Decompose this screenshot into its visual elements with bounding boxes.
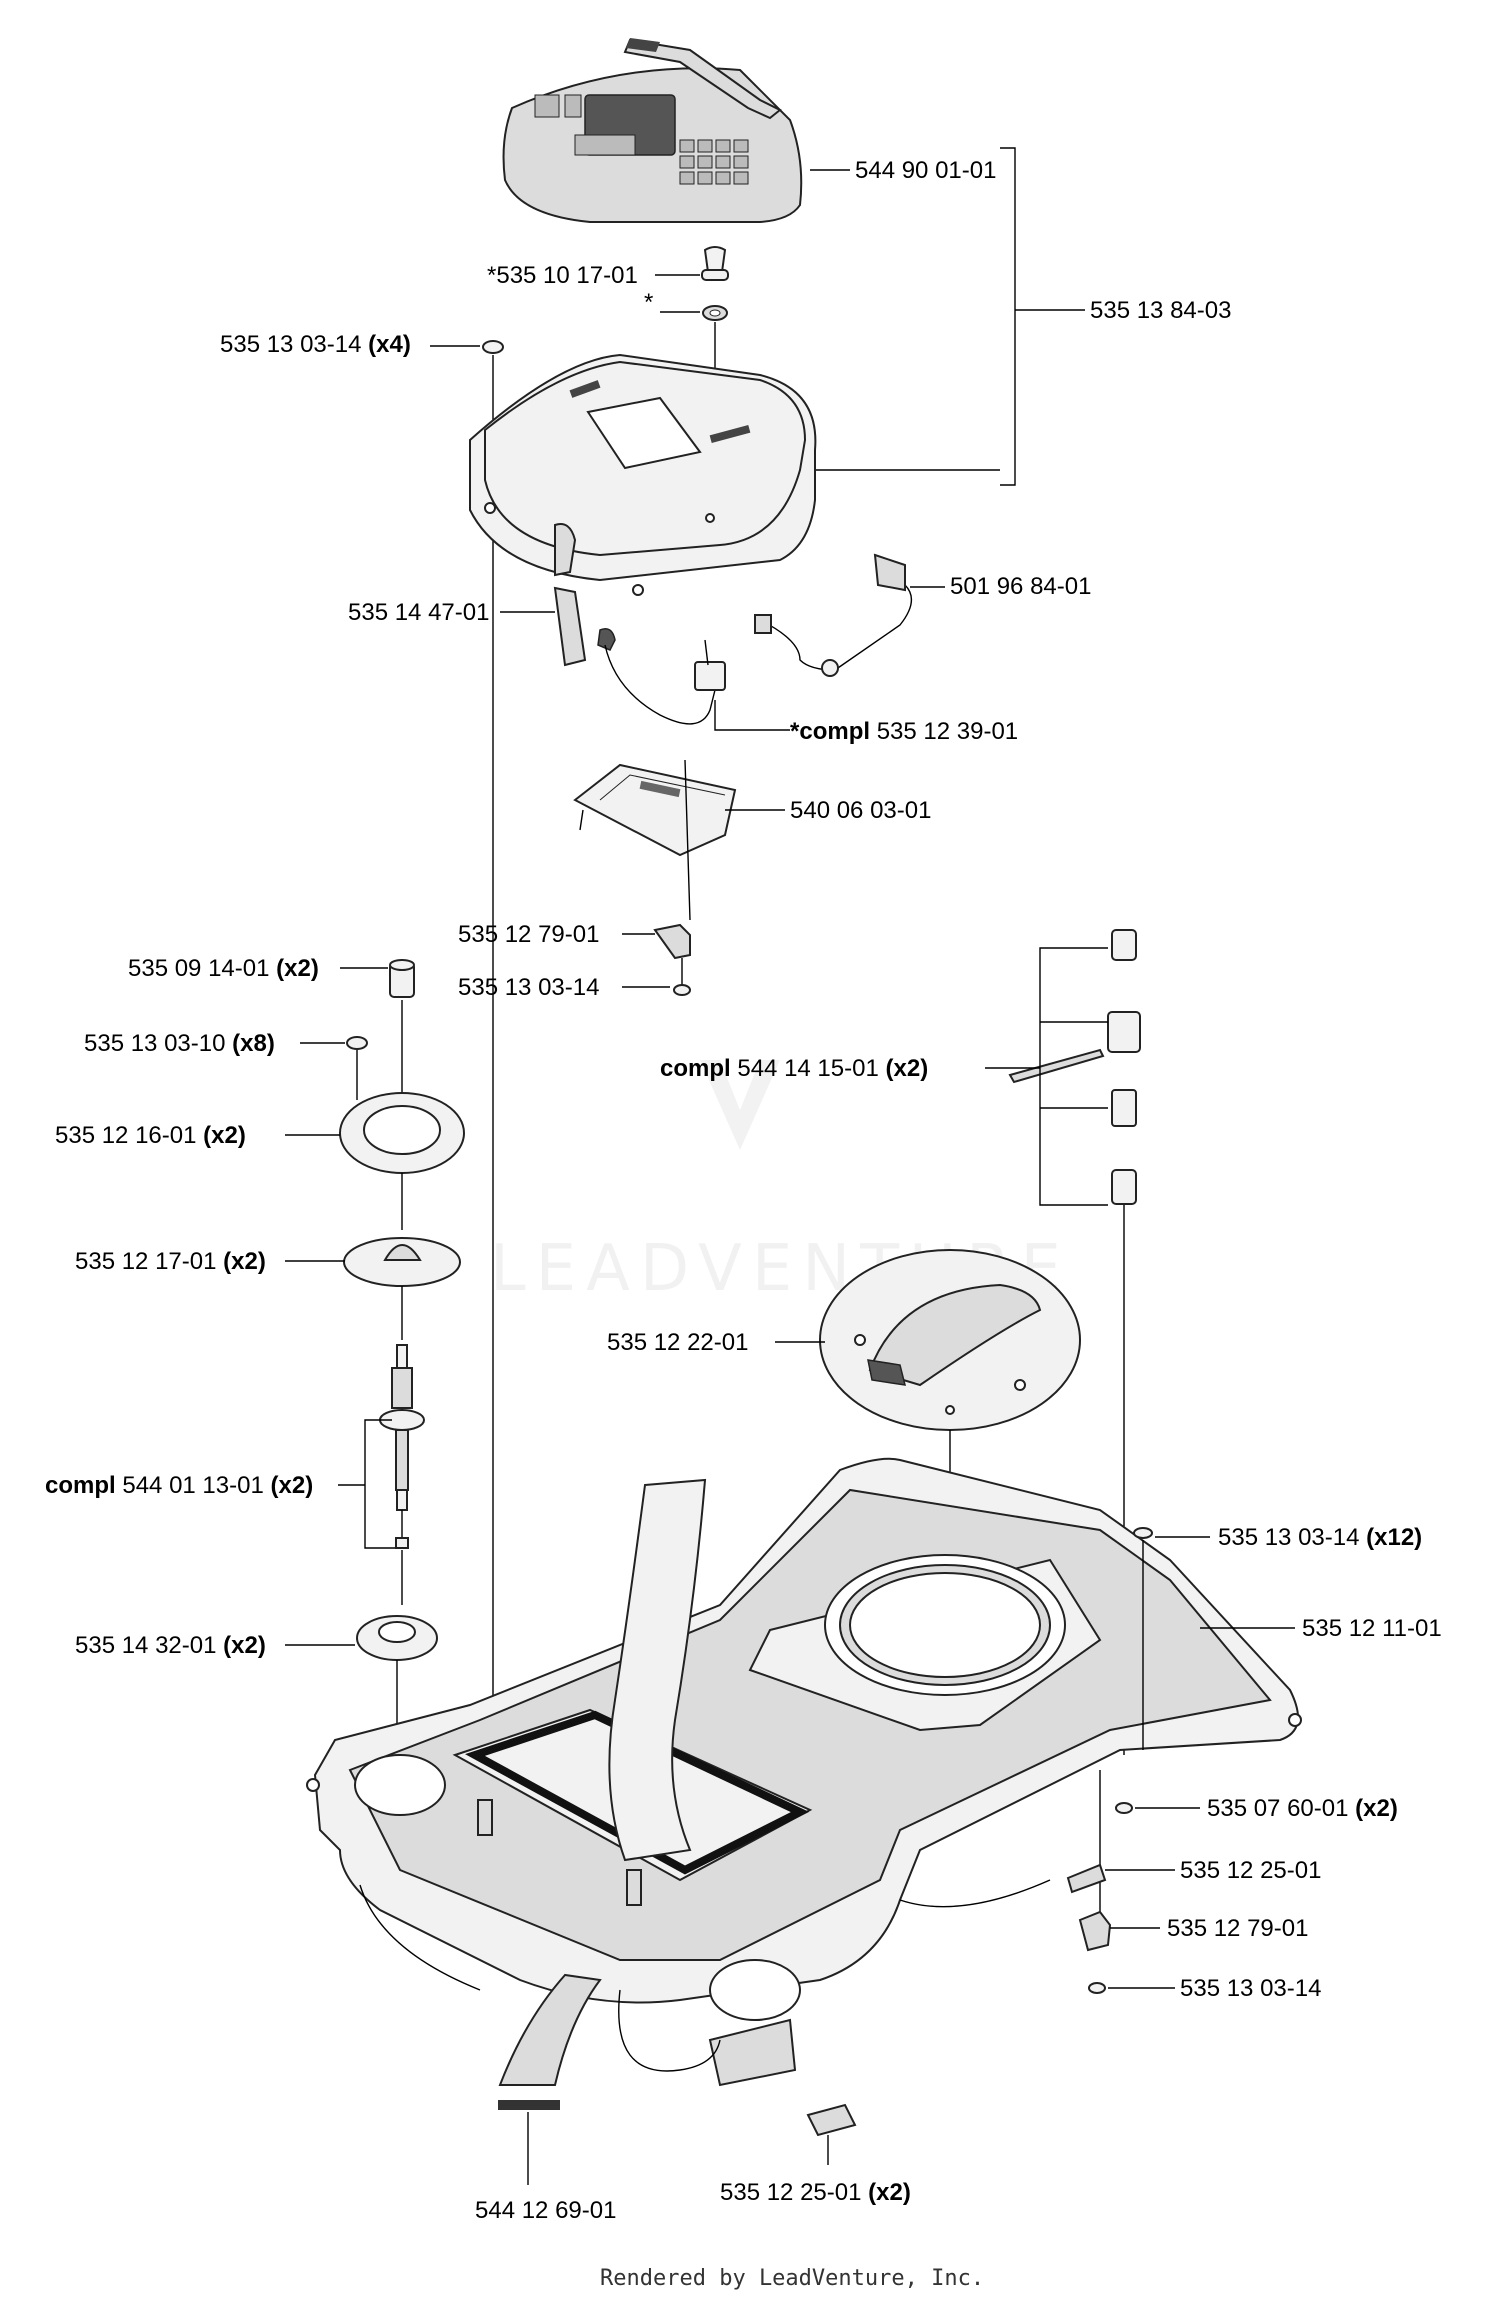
ribbon-cable <box>498 1478 707 2110</box>
dome <box>343 1237 461 1287</box>
svg-text:535 13 03-10 (x8): 535 13 03-10 (x8) <box>84 1030 275 1057</box>
clip-lower <box>1078 1910 1112 1952</box>
label-dome: 535 12 17-01 <box>75 1248 216 1275</box>
label-screw-plate: 535 13 03-10 <box>84 1030 225 1057</box>
chassis <box>306 1457 1302 2087</box>
svg-text:*compl 535 12 39-01: *compl 535 12 39-01 <box>790 718 1018 745</box>
label-spacer: 535 09 14-01 <box>128 955 269 982</box>
mount-plate <box>339 1092 465 1174</box>
label-keypad: 544 90 01-01 <box>855 157 996 184</box>
nut <box>1115 1802 1133 1814</box>
plate-bottom <box>806 2103 857 2137</box>
qty-screw-top: (x4) <box>368 331 411 358</box>
label-screw-top: 535 13 03-14 <box>220 331 361 358</box>
svg-text:535 13 03-14 (x4): 535 13 03-14 (x4) <box>220 331 411 358</box>
screw-plate <box>346 1036 368 1050</box>
plate-small <box>1066 1863 1107 1894</box>
qty-spacer: (x2) <box>276 955 319 982</box>
svg-text:535 13 03-14 (x12): 535 13 03-14 (x12) <box>1218 1524 1422 1551</box>
qty-shaft: (x2) <box>271 1472 314 1499</box>
label-clip-lower: 535 12 79-01 <box>1167 1915 1308 1942</box>
label-switch-cover: 535 14 47-01 <box>348 599 489 626</box>
switch-cover <box>553 586 616 667</box>
label-screw-clip: 535 13 03-14 <box>458 974 599 1001</box>
qty-plate: (x2) <box>203 1122 246 1149</box>
qty-screw-chassis: (x12) <box>1366 1524 1422 1551</box>
label-washer: * <box>644 289 653 316</box>
label-cover-assy: 535 13 84-03 <box>1090 297 1231 324</box>
svg-text:535 09 14-01 (x2): 535 09 14-01 (x2) <box>128 955 319 982</box>
label-knob: *535 10 17-01 <box>487 262 638 289</box>
small-nut <box>395 1537 409 1549</box>
label-bushing: 535 14 32-01 <box>75 1632 216 1659</box>
qty-dome: (x2) <box>223 1248 266 1275</box>
qty-bushing: (x2) <box>223 1632 266 1659</box>
svg-text:535 12 17-01 (x2): 535 12 17-01 (x2) <box>75 1248 266 1275</box>
label-screw-chassis: 535 13 03-14 <box>1218 1524 1359 1551</box>
svg-text:535 12 25-01 (x2): 535 12 25-01 (x2) <box>720 2179 911 2206</box>
keypad-decal <box>502 38 803 223</box>
spacer <box>389 959 415 998</box>
circuit-board <box>573 763 737 857</box>
label-ribbon: 544 12 69-01 <box>475 2197 616 2224</box>
label-clip-upper: 535 12 79-01 <box>458 921 599 948</box>
screw-top <box>482 340 504 354</box>
prefix-shaft: compl <box>45 1472 116 1499</box>
label-nut: 535 07 60-01 <box>1207 1795 1348 1822</box>
label-screw-lower: 535 13 03-14 <box>1180 1975 1321 2002</box>
label-board: 540 06 03-01 <box>790 797 931 824</box>
bushing <box>356 1615 438 1661</box>
screw-clip <box>673 984 691 996</box>
prefix-sensor: compl <box>660 1055 731 1082</box>
control-cover <box>469 353 817 596</box>
svg-text:535 12 16-01 (x2): 535 12 16-01 (x2) <box>55 1122 246 1149</box>
svg-text:compl 544 14 15-01 (x2): compl 544 14 15-01 (x2) <box>660 1055 928 1082</box>
washer <box>702 305 728 321</box>
switch-assembly <box>604 639 726 725</box>
qty-sensor: (x2) <box>886 1055 929 1082</box>
label-plate-bottom: 535 12 25-01 <box>720 2179 861 2206</box>
svg-text:535 14 32-01 (x2): 535 14 32-01 (x2) <box>75 1632 266 1659</box>
cable-501 <box>754 553 913 677</box>
screw-lower <box>1088 1982 1106 1994</box>
svg-text:compl 544 01 13-01 (x2): compl 544 01 13-01 (x2) <box>45 1472 313 1499</box>
clip-upper <box>653 923 691 960</box>
label-plate-small: 535 12 25-01 <box>1180 1857 1321 1884</box>
label-chassis: 535 12 11-01 <box>1302 1615 1442 1642</box>
top-disc <box>819 1249 1081 1431</box>
svg-text:535 07 60-01 (x2): 535 07 60-01 (x2) <box>1207 1795 1398 1822</box>
label-cable: 501 96 84-01 <box>950 573 1091 600</box>
qty-plate-bottom: (x2) <box>868 2179 911 2206</box>
knob <box>701 246 729 281</box>
shaft-assembly <box>379 1344 425 1511</box>
label-disc: 535 12 22-01 <box>607 1329 748 1356</box>
label-sensor: 544 14 15-01 <box>737 1055 878 1082</box>
screw-chassis <box>1133 1527 1153 1539</box>
label-shaft: 544 01 13-01 <box>122 1472 263 1499</box>
footer-credit: Rendered by LeadVenture, Inc. <box>600 2266 984 2291</box>
prefix-switch-assy: *compl <box>790 718 870 745</box>
qty-nut: (x2) <box>1355 1795 1398 1822</box>
sensor-assembly <box>1008 929 1141 1205</box>
label-plate: 535 12 16-01 <box>55 1122 196 1149</box>
qty-screw-plate: (x8) <box>232 1030 275 1057</box>
label-switch-assy: 535 12 39-01 <box>877 718 1018 745</box>
